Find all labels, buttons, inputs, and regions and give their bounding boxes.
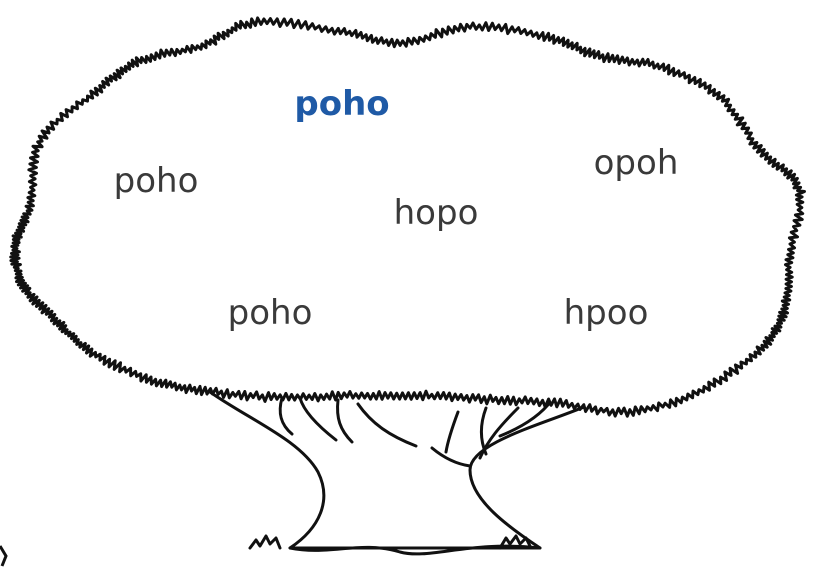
word-option[interactable]: poho (227, 293, 313, 333)
word-option[interactable]: poho (113, 161, 199, 201)
word-option[interactable]: opoh (593, 143, 679, 183)
tree-canopy (9, 16, 806, 418)
tree-trunk (208, 390, 602, 556)
word-option[interactable]: hopo (393, 193, 479, 233)
corner-mark (0, 545, 8, 567)
target-word: poho (294, 84, 390, 124)
word-option[interactable]: hpoo (563, 293, 649, 333)
